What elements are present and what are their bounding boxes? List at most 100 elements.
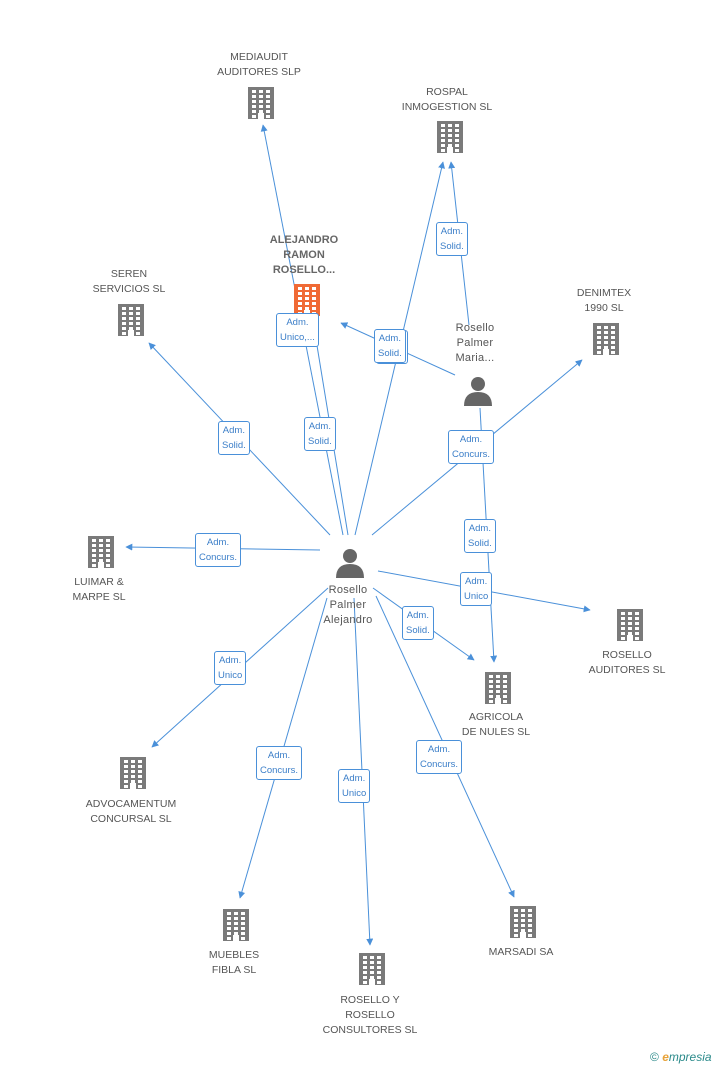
edge-label-maria-rospal[interactable]: Adm. Solid.	[436, 222, 468, 256]
edge-label-line: Adm.	[267, 750, 291, 761]
company-label-line: ROSELLO	[345, 1009, 395, 1021]
edge-label-alejandro-muebles[interactable]: Adm. Concurs.	[256, 746, 303, 780]
company-label-line: ALEJANDRO	[269, 234, 339, 246]
company-label-line: DENIMTEX	[576, 287, 632, 299]
edge-label-alejandro-marsadi[interactable]: Adm. Concurs.	[416, 740, 463, 774]
edge-label-line: Solid.	[468, 538, 492, 549]
edge-label-line: Concurs.	[260, 765, 299, 776]
company-label-rosello_auditores[interactable]: ROSELLO AUDITORES SL	[589, 648, 666, 678]
company-label-rosello_y_rosello[interactable]: ROSELLO Y ROSELLO CONSULTORES SL	[323, 993, 418, 1038]
edge-label-line: Unico,...	[280, 332, 315, 343]
edge-label-alejandro-rosello_auditores[interactable]: Adm. Unico	[460, 572, 493, 606]
edge-label-line: Solid.	[440, 241, 464, 252]
building-icon[interactable]	[593, 323, 619, 355]
company-label-line: ROSELLO	[602, 649, 652, 661]
edge-label-line: Unico	[464, 591, 489, 602]
building-icon[interactable]	[248, 87, 274, 119]
edge-label-maria-alejandro_ramon[interactable]: Adm. Solid.	[374, 329, 406, 363]
building-icon[interactable]	[485, 672, 511, 704]
person-label-line: Palmer	[456, 337, 494, 349]
company-label-luimar[interactable]: LUIMAR & MARPE SL	[72, 575, 125, 605]
building-icon[interactable]	[120, 757, 146, 789]
edge-label-line: Solid.	[378, 348, 402, 359]
edge-label-line: Concurs.	[452, 449, 491, 460]
company-label-line: MARPE SL	[72, 591, 126, 603]
person-label-line: Alejandro	[323, 614, 373, 626]
building-icon[interactable]	[223, 909, 249, 941]
company-label-denimtex[interactable]: DENIMTEX 1990 SL	[577, 286, 631, 316]
building-icon[interactable]	[88, 536, 114, 568]
company-label-line: MUEBLES	[208, 949, 260, 961]
edge-label-line: Adm.	[286, 317, 309, 328]
building-icon[interactable]	[359, 953, 385, 985]
building-icon[interactable]	[294, 284, 320, 316]
edge-label-alejandro-alejandro_ramon[interactable]: Adm. Unico,...	[276, 313, 319, 347]
edge-label-line: Unico	[218, 670, 243, 681]
company-label-line: LUIMAR &	[74, 576, 124, 588]
company-label-line: CONCURSAL SL	[90, 813, 172, 825]
person-label-line: Rosello	[328, 584, 368, 596]
company-label-marsadi[interactable]: MARSADI SA	[489, 945, 554, 960]
edge-label-alejandro-luimar[interactable]: Adm. Concurs.	[195, 533, 242, 567]
person-icon[interactable]	[464, 377, 492, 406]
brand-e: e	[662, 1050, 669, 1064]
edge-label-alejandro-advocamentum[interactable]: Adm. Unico	[214, 651, 247, 685]
copyright-symbol: ©	[650, 1050, 659, 1064]
edge-label-line: Adm.	[459, 434, 483, 445]
edge-label-line: Solid.	[222, 440, 246, 451]
edge-label-line: Adm.	[206, 537, 230, 548]
company-label-line: ROSELLO...	[272, 264, 336, 276]
edge-label-alejandro-mediaudit[interactable]: Adm.Solid.	[304, 417, 336, 451]
edge-label-line: Adm.	[465, 576, 488, 587]
edge-label-maria-agricola[interactable]: Adm. Solid.	[464, 519, 496, 553]
company-label-agricola[interactable]: AGRICOLA DE NULES SL	[462, 710, 530, 740]
edge-label-line: Concurs.	[420, 759, 459, 770]
building-icon[interactable]	[617, 609, 643, 641]
company-label-line: ADVOCAMENTUM	[85, 798, 177, 810]
edge-label-line: Adm.	[468, 523, 491, 534]
edge-label-line: Adm.	[343, 773, 366, 784]
company-label-line: SERVICIOS SL	[92, 283, 166, 295]
company-label-line: AGRICOLA	[468, 711, 524, 723]
company-label-line: DE NULES SL	[461, 726, 531, 738]
edge-label-line: Concurs.	[199, 552, 238, 563]
building-icon[interactable]	[510, 906, 536, 938]
person-label-line: Rosello	[455, 322, 495, 334]
company-label-line: RAMON	[283, 249, 325, 261]
edge-label-alejandro-rosello_y_rosello[interactable]: Adm.Unico	[338, 769, 371, 803]
nodes-layer	[88, 87, 643, 985]
edge-label-line: Adm.	[222, 425, 245, 436]
company-label-muebles[interactable]: MUEBLES FIBLA SL	[209, 948, 259, 978]
company-label-line: FIBLA SL	[211, 964, 257, 976]
company-label-line: AUDITORES SLP	[217, 66, 301, 78]
company-label-line: AUDITORES SL	[588, 664, 666, 676]
company-label-line: INMOGESTION SL	[401, 101, 493, 113]
edge-label-line: Adm.	[406, 610, 429, 621]
building-icon[interactable]	[437, 121, 463, 153]
company-label-line: 1990 SL	[584, 302, 624, 314]
person-label-line: Maria...	[455, 352, 495, 364]
edge-label-line: Adm.	[427, 744, 451, 755]
company-label-line: ROSELLO Y	[340, 994, 400, 1006]
company-label-line: MARSADI SA	[488, 946, 554, 958]
edge-label-alejandro-agricola[interactable]: Adm.Solid.	[402, 606, 434, 640]
edge-label-line: Adm.	[219, 655, 242, 666]
edge-label-line: Adm.	[378, 333, 401, 344]
edge-label-line: Adm.	[440, 226, 463, 237]
edge-label-alejandro-seren[interactable]: Adm. Solid.	[218, 421, 250, 455]
building-icon[interactable]	[118, 304, 144, 336]
brand-name: mpresia	[668, 1050, 712, 1064]
company-label-alejandro_ramon[interactable]: ALEJANDRO RAMON ROSELLO...	[270, 233, 338, 278]
brand-logo: © empresia	[650, 1050, 712, 1064]
edge-label-alejandro-denimtex[interactable]: Adm. Concurs.	[448, 430, 495, 464]
edge-label-line: Adm.	[308, 421, 331, 432]
company-label-line: CONSULTORES SL	[322, 1024, 418, 1036]
person-icon[interactable]	[336, 549, 364, 578]
company-label-advocamentum[interactable]: ADVOCAMENTUM CONCURSAL SL	[86, 797, 176, 827]
